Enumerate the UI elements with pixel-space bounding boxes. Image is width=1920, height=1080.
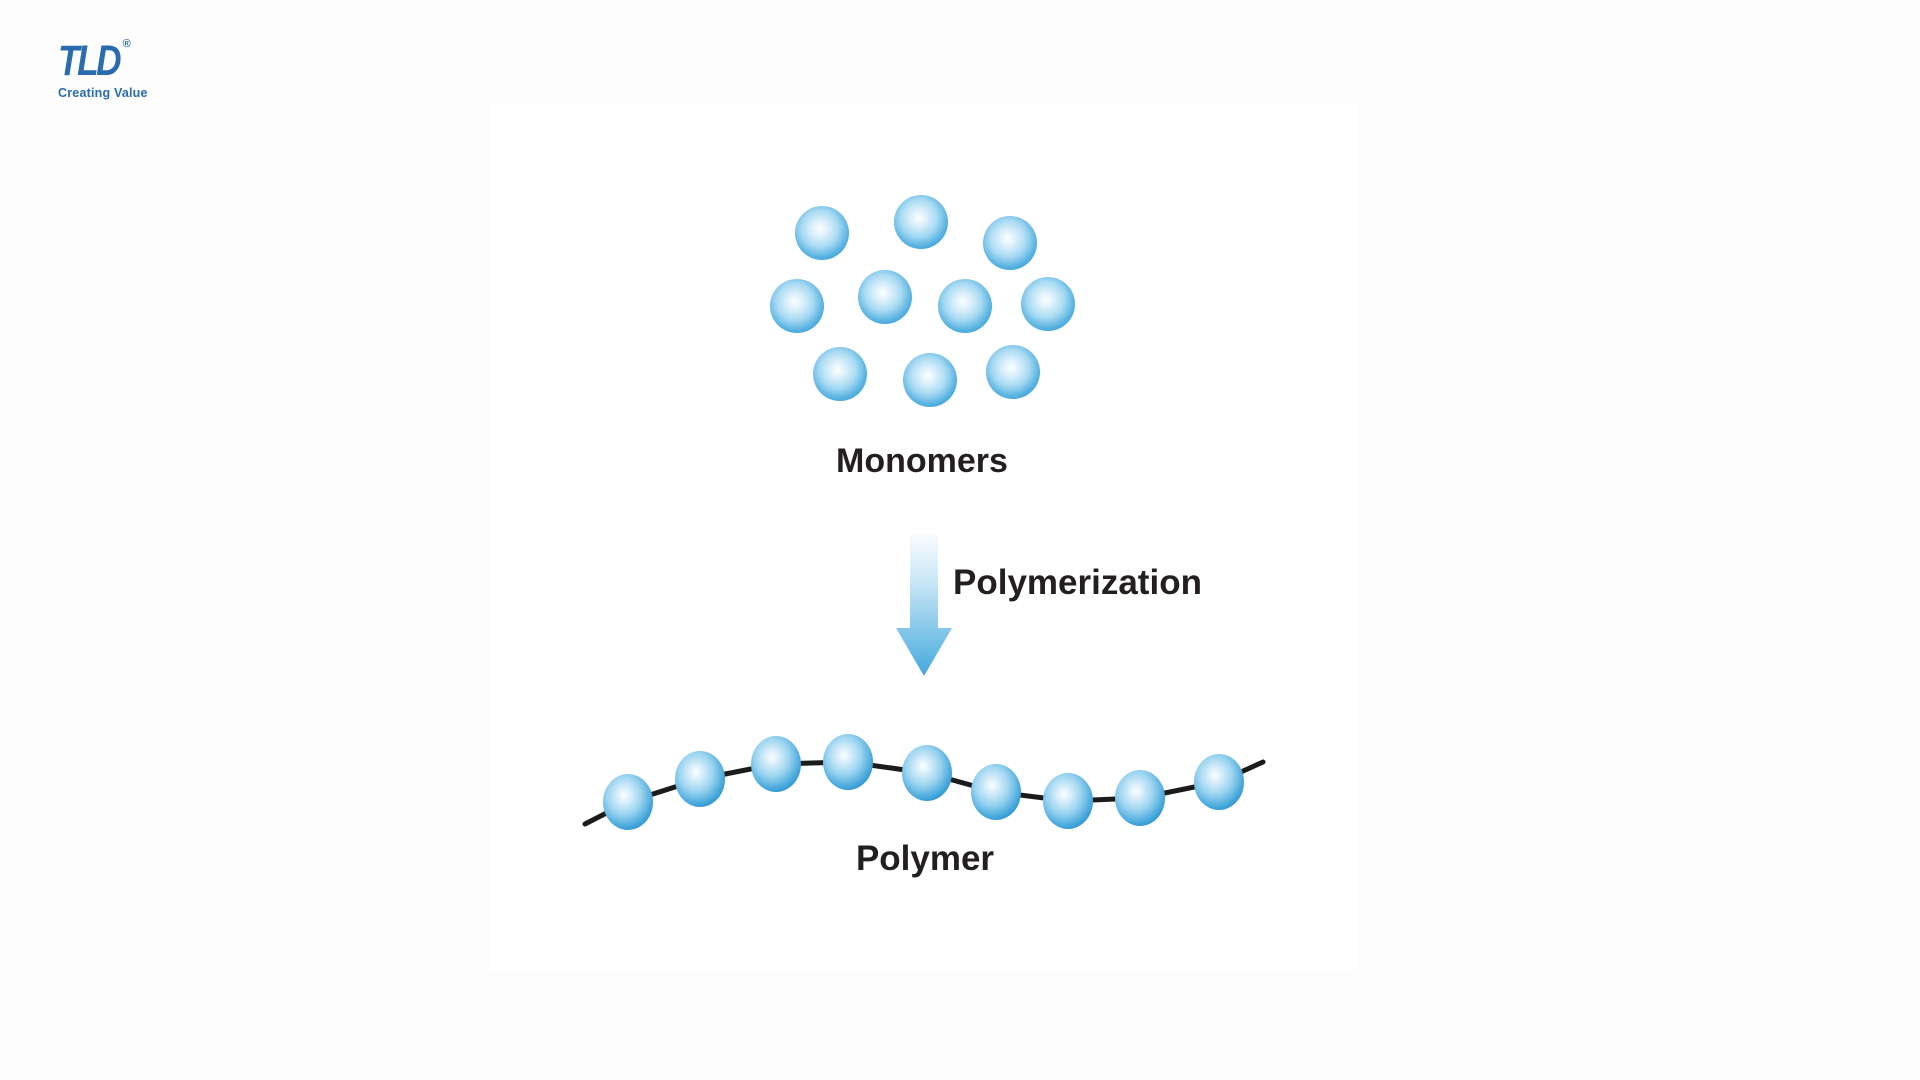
monomer-sphere — [986, 345, 1040, 399]
monomer-sphere — [983, 216, 1037, 270]
arrow-shaft — [910, 533, 938, 629]
monomer-sphere — [938, 279, 992, 333]
polymer-sphere — [675, 751, 725, 807]
polymer-sphere — [971, 764, 1021, 820]
polymer-sphere — [1043, 773, 1093, 829]
logo-tagline: Creating Value — [58, 86, 148, 100]
monomer-sphere — [770, 279, 824, 333]
polymer-sphere — [823, 734, 873, 790]
polymer-chain — [582, 734, 1266, 830]
monomer-sphere — [858, 270, 912, 324]
polymer-sphere — [751, 736, 801, 792]
monomer-sphere — [903, 353, 957, 407]
monomer-sphere — [813, 347, 867, 401]
monomers-label: Monomers — [836, 442, 1008, 480]
monomer-sphere — [1021, 277, 1075, 331]
registered-trademark-icon: ® — [122, 38, 131, 50]
monomer-sphere — [894, 195, 948, 249]
polymer-spheres — [603, 734, 1244, 830]
polymer-sphere — [603, 774, 653, 830]
brand-logo: TLD ® Creating Value — [58, 37, 148, 100]
logo-row: TLD ® — [58, 37, 148, 85]
monomer-cluster — [770, 195, 1075, 407]
logo-text: TLD — [58, 37, 122, 85]
arrow-head-icon — [896, 628, 952, 676]
polymer-label: Polymer — [855, 839, 995, 878]
polymerization-label: Polymerization — [953, 563, 1202, 602]
polymer-sphere — [1115, 770, 1165, 826]
monomer-sphere — [795, 206, 849, 260]
polymerization-arrow — [896, 533, 952, 676]
polymer-sphere — [902, 745, 952, 801]
polymer-sphere — [1194, 754, 1244, 810]
